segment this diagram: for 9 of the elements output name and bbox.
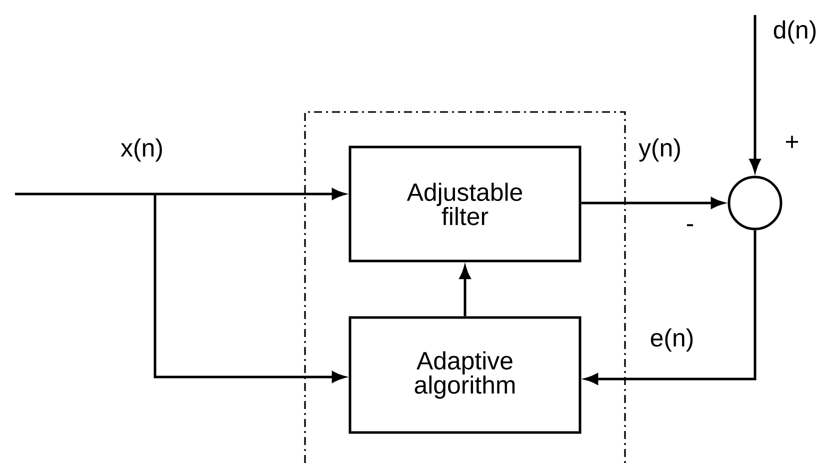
sign-label: - bbox=[686, 224, 694, 226]
edge-label: y(n) bbox=[638, 137, 682, 163]
edge-label: x(n) bbox=[120, 137, 164, 163]
frame bbox=[304, 111, 626, 463]
sign-label: + bbox=[786, 136, 798, 148]
block-box: Adaptive algorithm bbox=[348, 316, 582, 434]
block-box: Adjustable filter bbox=[348, 146, 582, 262]
edge-label: d(n) bbox=[772, 19, 817, 45]
summing-junction bbox=[728, 176, 782, 230]
